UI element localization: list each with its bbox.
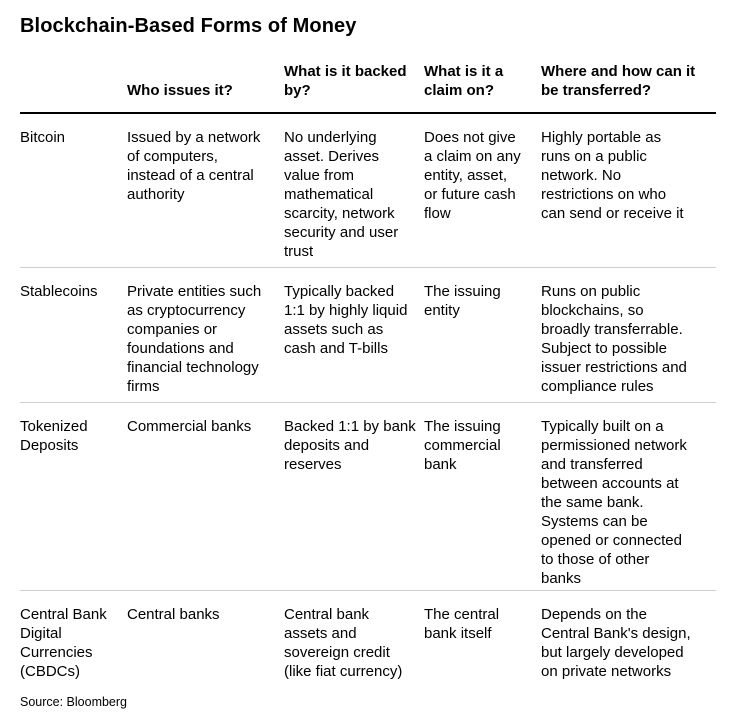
cbdc-transfer-cell: Depends on the Central Bank's design, bu… <box>541 606 691 680</box>
cbdc-backed-by-cell: Central bank assets and sovereign credit… <box>284 606 403 680</box>
column-header-issuer: Who issues it? <box>127 82 233 99</box>
tokenized-transfer-cell: Typically built on a permissioned networ… <box>541 418 687 587</box>
row-label-tokenized-deposits: Tokenized Deposits <box>20 418 88 454</box>
row-label-stablecoins: Stablecoins <box>20 283 98 300</box>
column-header-transfer: Where and how can it be transferred? <box>541 63 696 99</box>
tokenized-claim-on-cell: The issuing commercial bank <box>424 418 501 473</box>
column-header-claim-on: What is it a claim on? <box>424 63 504 99</box>
row-label-cbdc: Central Bank Digital Currencies (CBDCs) <box>20 606 107 680</box>
stablecoins-issuer-cell: Private entities such as cryptocurrency … <box>127 283 262 395</box>
stablecoins-backed-by-cell: Typically backed 1:1 by highly liquid as… <box>284 283 408 357</box>
money-table: Who issues it? What is it backed by? Wha… <box>20 38 716 682</box>
bitcoin-issuer-cell: Issued by a network of computers, instea… <box>127 129 261 203</box>
table-row-bitcoin: Bitcoin Issued by a network of computers… <box>20 114 716 267</box>
chart-title: Blockchain-Based Forms of Money <box>20 15 357 37</box>
bitcoin-backed-by-cell: No underlying asset. Derives value from … <box>284 129 399 260</box>
tokenized-issuer-cell: Commercial banks <box>127 418 252 435</box>
bitcoin-claim-on-cell: Does not give a claim on any entity, ass… <box>424 129 521 222</box>
tokenized-backed-by-cell: Backed 1:1 by bank deposits and reserves <box>284 418 416 473</box>
column-header-backed-by: What is it backed by? <box>284 63 407 99</box>
cbdc-issuer-cell: Central banks <box>127 606 220 623</box>
row-label-bitcoin: Bitcoin <box>20 129 66 146</box>
table-row-tokenized-deposits: Tokenized Deposits Commercial banks Back… <box>20 402 716 590</box>
stablecoins-claim-on-cell: The issuing entity <box>424 283 501 319</box>
table-row-cbdc: Central Bank Digital Currencies (CBDCs) … <box>20 590 716 682</box>
table-header-row: Who issues it? What is it backed by? Wha… <box>20 38 716 114</box>
table-row-stablecoins: Stablecoins Private entities such as cry… <box>20 267 716 402</box>
cbdc-claim-on-cell: The central bank itself <box>424 606 500 642</box>
source-attribution: Source: Bloomberg <box>20 695 128 709</box>
bitcoin-transfer-cell: Highly portable as runs on a public netw… <box>541 129 684 222</box>
stablecoins-transfer-cell: Runs on public blockchains, so broadly t… <box>541 283 687 395</box>
